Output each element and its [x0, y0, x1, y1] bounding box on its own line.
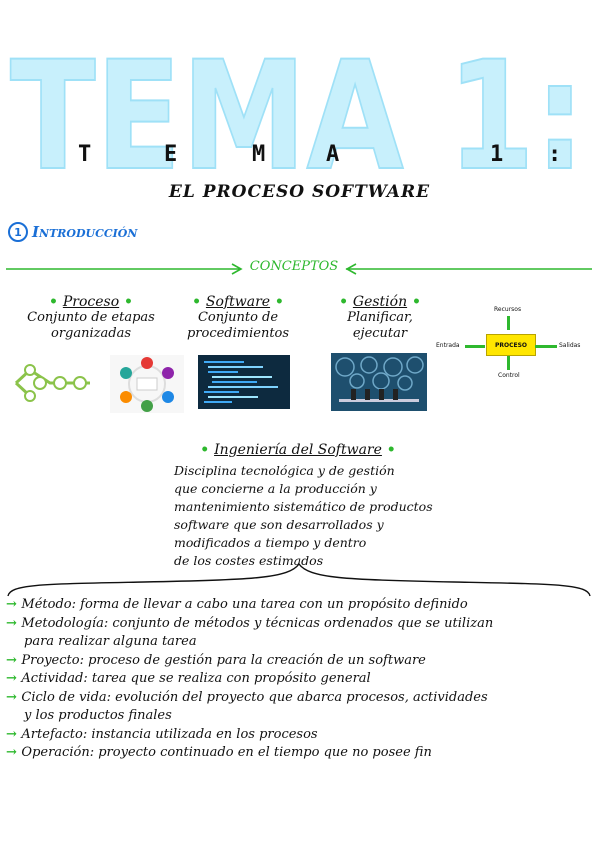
big-title-text: T E M A 1: — [10, 30, 585, 188]
concept-title: Software — [205, 294, 271, 310]
concept-desc: Planificar, — [347, 310, 413, 325]
curly-brace — [7, 562, 591, 597]
list-item: → Actividad: tarea que se realiza con pr… — [6, 671, 371, 686]
process-cycle-image — [110, 355, 184, 413]
ingenieria-line: que concierne a la producción y — [174, 481, 377, 496]
concept-desc: Conjunto de — [197, 310, 279, 325]
concept-gestion: • Gestión • Planificar, ejecutar — [330, 294, 430, 342]
concepts-divider — [6, 263, 592, 275]
section-title: Introducción — [32, 223, 138, 241]
arrow-up-icon — [507, 356, 510, 370]
ingenieria-title: Ingeniería del Software — [214, 442, 382, 458]
list-item: → Ciclo de vida: evolución del proyecto … — [6, 689, 488, 705]
list-item: → Método: forma de llevar a cabo una tar… — [6, 597, 468, 612]
diagram-label-control: Control — [498, 372, 520, 379]
diagram-label-output: Salidas — [559, 342, 581, 349]
page-subtitle: EL PROCESO SOFTWARE — [168, 182, 431, 202]
section-number-circle: 1 — [8, 222, 28, 242]
concepts-label: CONCEPTOS — [249, 259, 339, 274]
process-flow-image — [14, 364, 90, 402]
diagram-label-resources: Recursos — [494, 306, 522, 313]
section-heading: 1 Introducción — [8, 222, 137, 242]
ingenieria-definition: Disciplina tecnológica y de gestión que … — [150, 458, 446, 570]
ingenieria-line: Disciplina tecnológica y de gestión — [174, 463, 395, 478]
concept-title: Gestión — [352, 294, 408, 310]
list-item: → Artefacto: instancia utilizada en los … — [6, 726, 318, 742]
concept-software: • Software • Conjunto de procedimientos — [178, 294, 298, 342]
arrow-right-icon — [535, 345, 557, 348]
concept-title: Proceso — [62, 294, 120, 310]
arrow-down-icon — [507, 316, 510, 330]
ingenieria-line: modificados a tiempo y dentro — [174, 535, 367, 550]
title-letter: : — [548, 142, 562, 167]
title-letter: M — [252, 142, 266, 167]
concept-desc: ejecutar — [352, 326, 408, 341]
big-title-watermark: T E M A 1: — [9, 29, 586, 188]
ingenieria-line: mantenimiento sistemático de productos — [174, 499, 433, 514]
list-item: para realizar alguna tarea — [24, 634, 197, 649]
management-gears-image — [331, 353, 427, 411]
diagram-label-input: Entrada — [436, 342, 460, 349]
list-item: y los productos finales — [24, 708, 172, 723]
diagram-process-box: PROCESO — [486, 334, 536, 356]
list-item: → Metodología: conjunto de métodos y téc… — [6, 615, 494, 631]
arrow-right-icon — [231, 263, 243, 275]
concept-proceso: • Proceso • Conjunto de etapas organizad… — [12, 294, 170, 342]
ingenieria-line: de los costes estimados — [174, 553, 324, 568]
concept-desc: Conjunto de etapas — [27, 310, 155, 325]
title-letter: T — [78, 142, 92, 167]
list-item: → Operación: proyecto continuado en el t… — [6, 745, 432, 760]
arrow-left-icon — [345, 263, 357, 275]
ingenieria-block: • Ingeniería del Software • Disciplina t… — [150, 442, 446, 570]
ingenieria-line: software que son desarrollados y — [174, 517, 384, 532]
concept-desc: organizadas — [51, 326, 131, 341]
list-item: → Proyecto: proceso de gestión para la c… — [6, 652, 426, 668]
title-letters: T E M A 1 : — [0, 142, 599, 182]
title-letter: E — [164, 142, 178, 167]
process-diagram: Recursos Entrada PROCESO Salidas Control — [435, 306, 585, 386]
title-letter: 1 — [490, 142, 504, 167]
arrow-right-icon — [465, 345, 485, 348]
definitions-list: → Método: forma de llevar a cabo una tar… — [6, 596, 596, 763]
title-letter: A — [326, 142, 340, 167]
concept-desc: procedimientos — [186, 326, 290, 341]
code-screen-image — [198, 355, 290, 409]
